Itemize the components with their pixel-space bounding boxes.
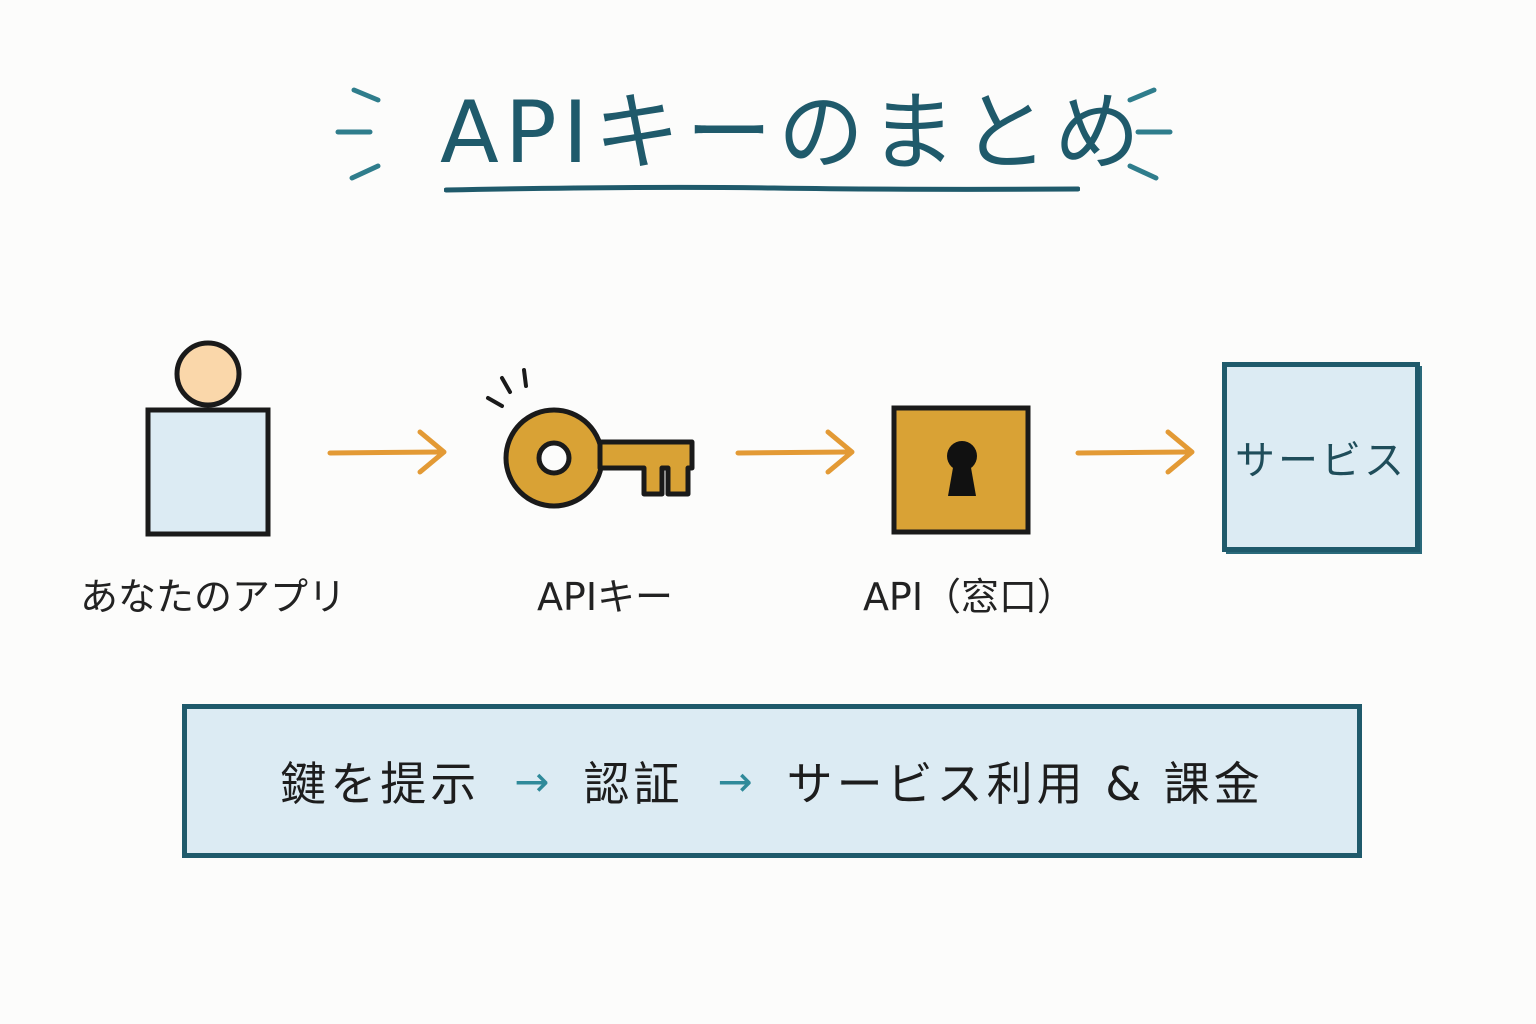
service-box: サービス: [1222, 362, 1420, 552]
lock-icon: [891, 405, 1031, 535]
key-icon: [486, 368, 695, 509]
label-key: APIキー: [536, 575, 674, 619]
summary-step-present-key: 鍵を提示: [280, 757, 481, 811]
summary-arrow-icon: →: [514, 756, 550, 806]
summary-step-auth: 認証: [583, 757, 684, 811]
summary-arrow-icon: →: [717, 756, 753, 806]
arrow-right-icon: [735, 429, 855, 475]
title-underline: [444, 184, 1080, 193]
arrow-right-icon: [1075, 429, 1195, 475]
arrow-right-icon: [327, 429, 447, 475]
label-api: API（窓口）: [862, 575, 1076, 619]
service-label: サービス: [1235, 438, 1407, 484]
label-app: あなたのアプリ: [80, 575, 347, 619]
sparkle-left-icon: [335, 87, 381, 181]
sparkle-right-icon: [1127, 87, 1173, 181]
page-title: APIキーのまとめ: [440, 83, 1147, 183]
summary-step-use-and-billing: サービス利用 & 課金: [786, 757, 1264, 811]
summary-box: 鍵を提示 → 認証 → サービス利用 & 課金: [182, 704, 1362, 858]
person-icon: [145, 340, 271, 537]
